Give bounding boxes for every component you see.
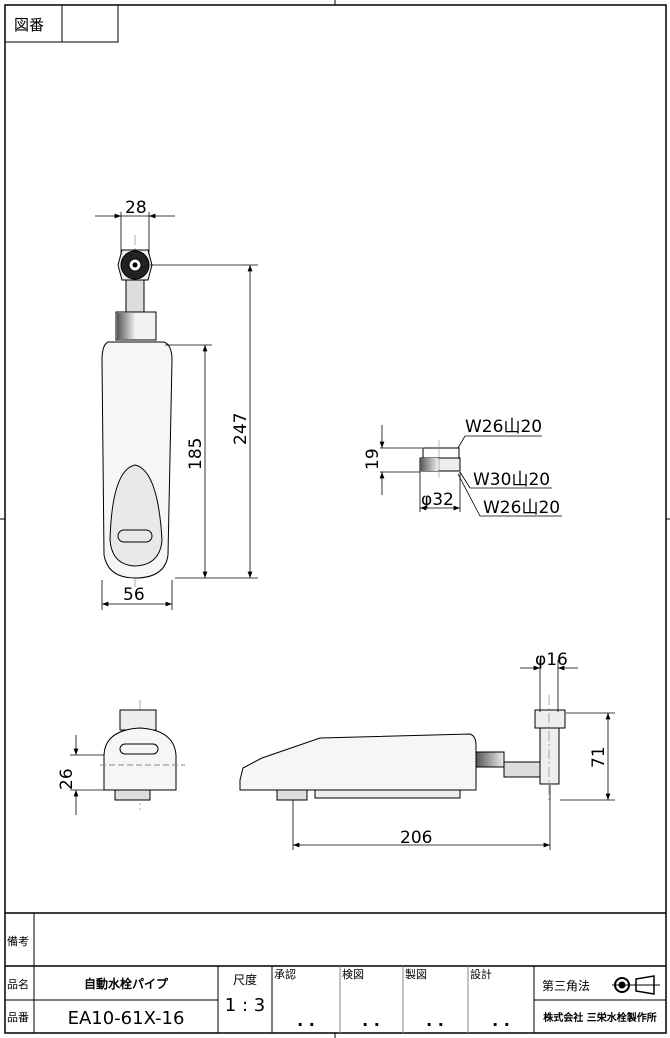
third-angle-projection-icon — [612, 975, 660, 995]
drawing-number-label: 図番 — [14, 16, 44, 34]
top-view — [101, 235, 173, 590]
dim-nut-height: 19 — [363, 448, 383, 470]
drawn-label: 製図 — [405, 967, 427, 981]
side-dimensions — [292, 660, 615, 850]
side-view — [239, 695, 566, 801]
top-view-dimensions — [95, 212, 258, 610]
thread-bottom-label: W26山20 — [483, 498, 560, 518]
dim-pipe-diameter: φ16 — [535, 650, 568, 670]
approval-date: . . — [297, 1011, 315, 1030]
design-label: 設計 — [470, 967, 492, 981]
check-label: 検図 — [342, 967, 364, 981]
drawn-date: . . — [426, 1011, 444, 1030]
dim-nut-diameter: φ32 — [421, 490, 454, 510]
scale-label: 尺度 — [233, 972, 257, 987]
dim-top-width: 28 — [125, 198, 147, 218]
name-label: 品名 — [7, 977, 29, 991]
nut-dimensions — [379, 425, 562, 517]
dim-front-height: 26 — [57, 768, 77, 790]
dim-body-length: 185 — [186, 438, 206, 470]
front-dimensions — [70, 735, 104, 815]
dim-pipe-height: 71 — [589, 746, 609, 768]
front-view — [100, 700, 185, 810]
nut-view — [419, 440, 461, 478]
thread-top-label: W26山20 — [465, 417, 542, 437]
product-name: 自動水栓パイプ — [84, 976, 169, 991]
approval-label: 承認 — [274, 967, 296, 981]
company-name: 株式会社 三栄水栓製作所 — [543, 1011, 656, 1024]
design-date: . . — [492, 1011, 510, 1030]
dim-side-length: 206 — [400, 828, 432, 848]
scale-value: 1 : 3 — [225, 995, 265, 1016]
drawing-number-box: 図番 — [4, 4, 119, 43]
dim-overall-length: 247 — [231, 413, 251, 445]
thread-mid-label: W30山20 — [473, 470, 550, 490]
product-number: EA10-61X-16 — [68, 1008, 185, 1029]
projection-label: 第三角法 — [542, 979, 590, 993]
number-label: 品番 — [7, 1011, 29, 1024]
remarks-label: 備考 — [7, 935, 29, 948]
check-date: . . — [362, 1011, 380, 1030]
title-block — [5, 912, 666, 1033]
dim-body-width: 56 — [123, 585, 145, 605]
